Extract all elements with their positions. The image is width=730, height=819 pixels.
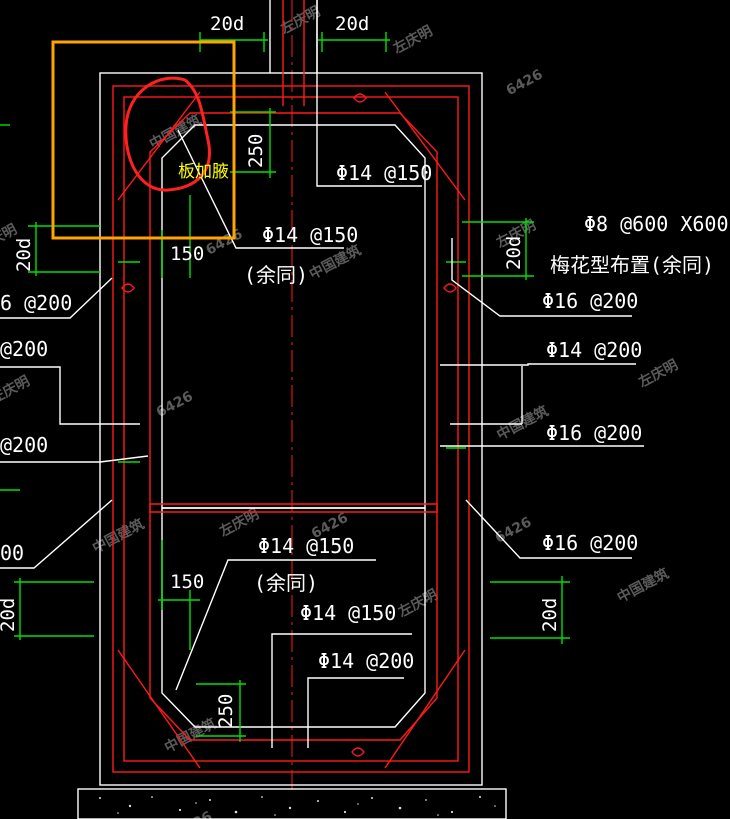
rebar-label-inner-bottom: Φ14 @150 (258, 534, 354, 558)
watermark-code: 6426 (492, 514, 534, 546)
rebar-label-inner-top: Φ14 @150 (262, 223, 358, 247)
watermark-code: 6426 (154, 388, 196, 420)
rebar-label-plum: Φ8 @600 X600 (584, 212, 729, 236)
watermark-code: 6426 (504, 67, 546, 99)
dim-haunch-top: 250 (245, 134, 267, 168)
rebar-label-right-1: Φ16 @200 (542, 289, 638, 313)
rebar-label-left-2: @200 (0, 337, 48, 361)
dim-top-right: 20d (335, 13, 369, 35)
leader-layer (0, 0, 644, 748)
watermark-name: 左庆明 (277, 3, 323, 38)
dimension-layer (0, 32, 570, 742)
dim-top-left: 20d (210, 13, 244, 35)
rebar-layer (112, 0, 470, 773)
rebar-label-bottom-1: Φ14 @150 (300, 601, 396, 625)
watermark-site: 中国建筑 (90, 515, 147, 556)
watermark-name: 左庆明 (0, 372, 32, 407)
dim-right-bottom: 20d (539, 598, 561, 632)
watermark-site: 中国建筑 (614, 565, 671, 606)
rebar-label-left-4: 00 (0, 541, 24, 565)
rebar-label-plum-layout: 梅花型布置(余同) (550, 253, 714, 277)
highlight-box (51, 40, 236, 240)
base-slab-hatch (99, 796, 496, 816)
watermark-code: 6426 (203, 226, 245, 258)
watermark-name: 左庆明 (389, 22, 435, 57)
label-layer: 20d 20d Φ14 @150 250 板加腋 Φ14 @150 (余同) 1… (0, 13, 729, 728)
dim-haunch-width-top: 150 (170, 243, 204, 265)
rebar-label-bottom-2: Φ14 @200 (318, 649, 414, 673)
rebar-label-right-3: Φ16 @200 (546, 421, 642, 445)
watermark-name: 左庆明 (395, 586, 441, 621)
rebar-label-left-1: 6 @200 (0, 291, 72, 315)
rebar-label-right-2: Φ14 @200 (546, 338, 642, 362)
rebar-label-top-right: Φ14 @150 (336, 161, 432, 185)
dim-left-top: 20d (13, 238, 35, 272)
centerlines (291, 0, 293, 790)
rebar-label-inner-bottom-same: (余同) (254, 571, 318, 595)
highlight-circle (124, 76, 211, 192)
dim-left-bottom: 20d (0, 598, 19, 632)
haunch-note: 板加腋 (178, 162, 229, 182)
dim-haunch-bottom: 250 (215, 694, 237, 728)
rebar-label-right-4: Φ16 @200 (542, 531, 638, 555)
watermark-name: 左庆明 (216, 505, 262, 540)
dim-right-top: 20d (503, 236, 525, 270)
rebar-label-left-3: @200 (0, 433, 48, 457)
rebar-label-inner-top-same: (余同) (244, 263, 308, 287)
dim-haunch-width-bottom: 150 (170, 571, 204, 593)
